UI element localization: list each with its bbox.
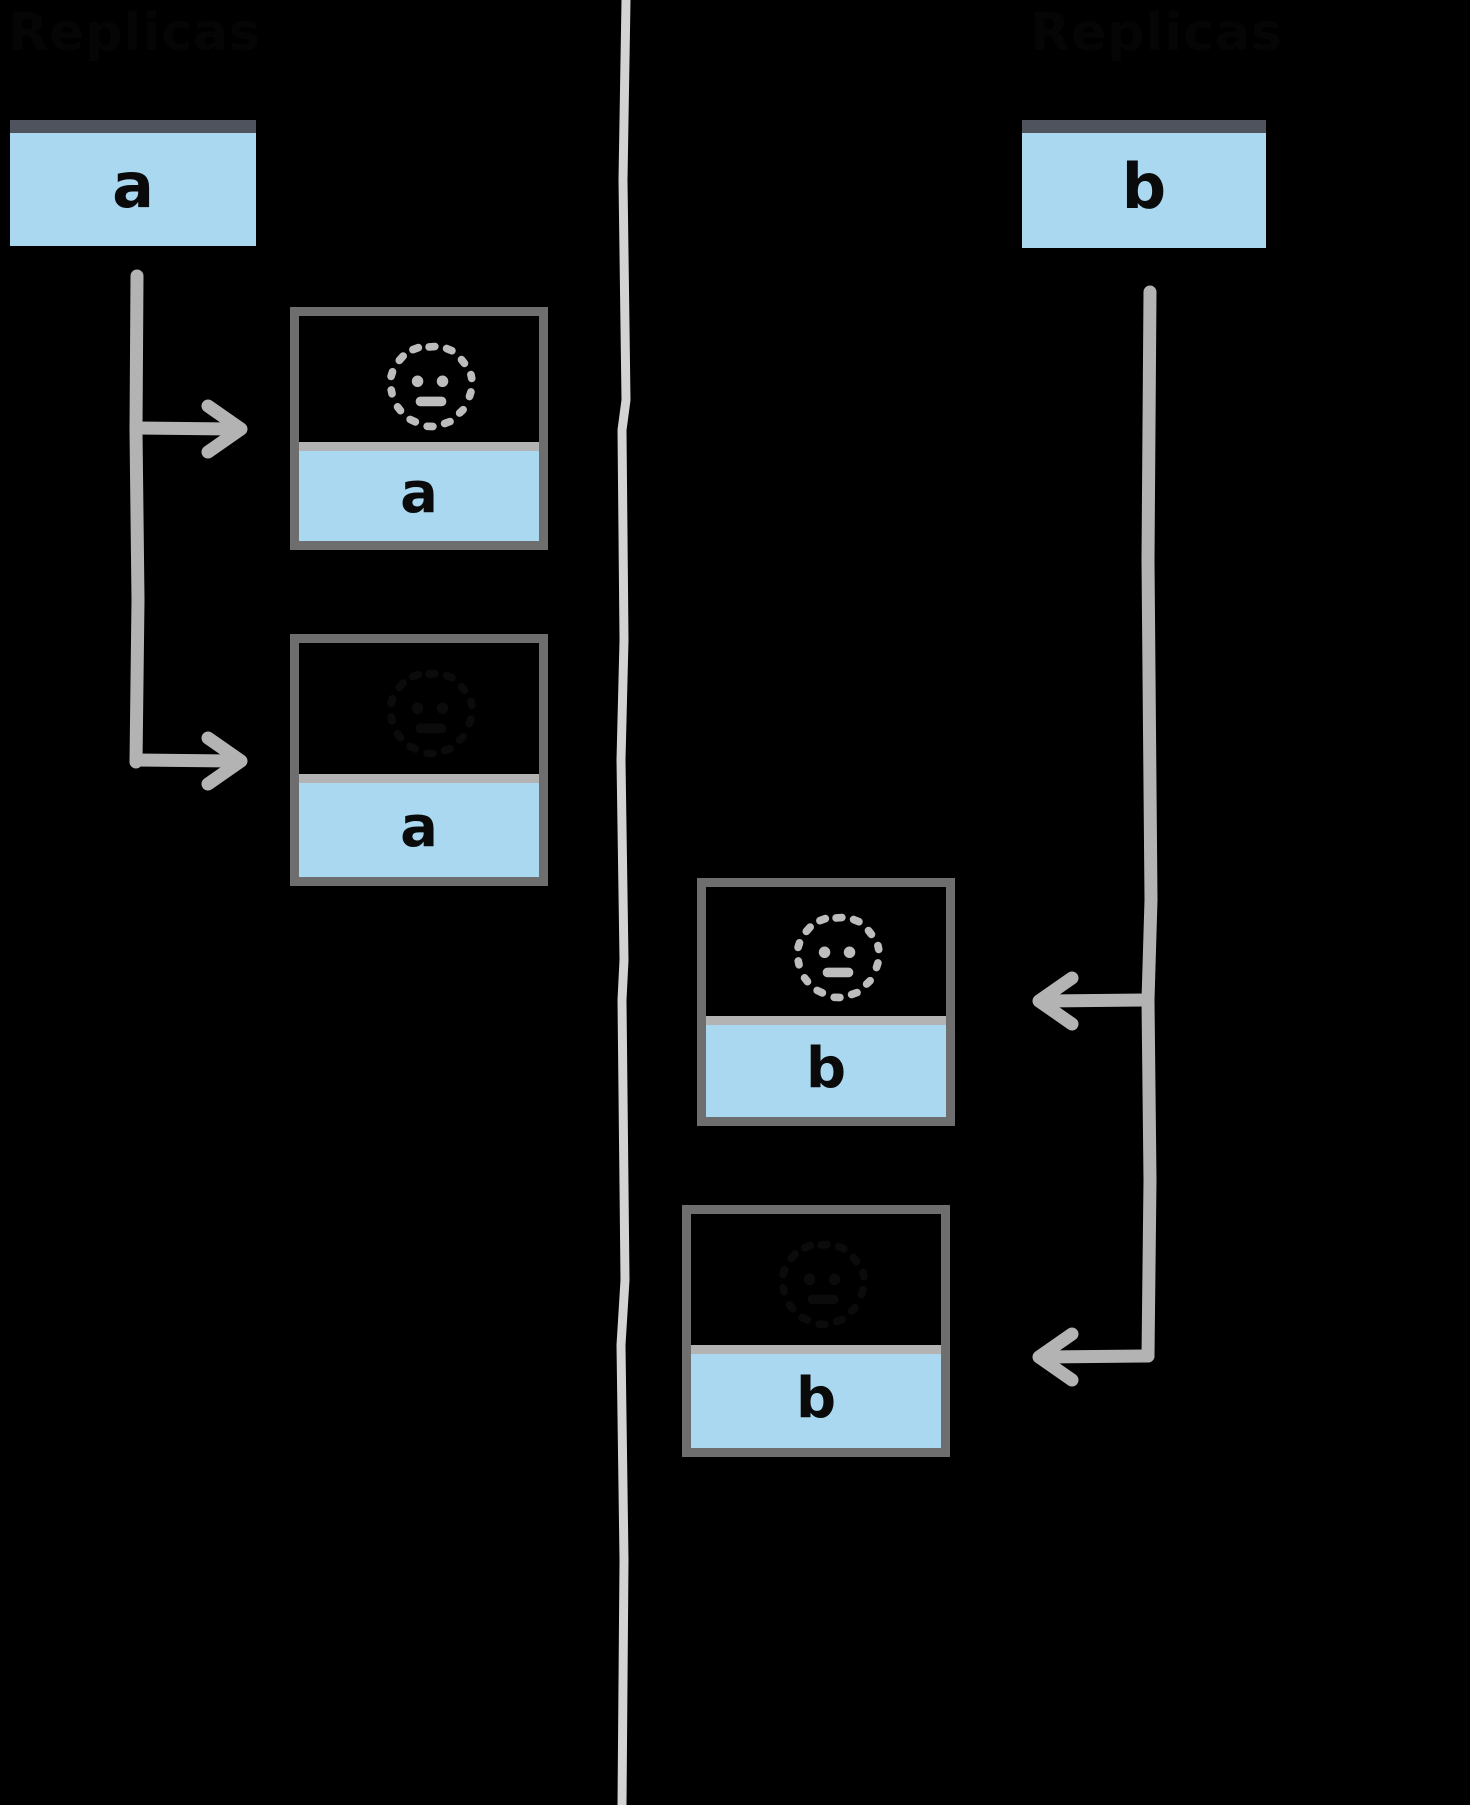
replica-card-a2-body: a: [299, 774, 539, 877]
replica-card-a2[interactable]: a: [290, 634, 548, 886]
replica-card-b2[interactable]: b: [682, 1205, 950, 1457]
replica-card-a1-body: a: [299, 442, 539, 541]
dashed-face-icon: [387, 669, 476, 758]
dashed-face-icon: [794, 913, 883, 1002]
left-column-heading: Replicas: [8, 3, 262, 63]
source-box-b[interactable]: b: [1022, 120, 1266, 248]
replica-card-b1-body: b: [706, 1015, 946, 1117]
source-box-a-label: a: [112, 148, 154, 222]
replica-card-a1-label: a: [400, 461, 438, 526]
replica-card-b2-label: b: [795, 1366, 837, 1432]
replica-card-b1-icon-area: [706, 887, 946, 1016]
right-column-heading: Replicas: [1030, 3, 1284, 63]
replica-card-a2-icon-area: [299, 643, 539, 775]
source-box-b-label: b: [1121, 149, 1167, 223]
replica-card-b1-label: b: [805, 1035, 847, 1101]
replica-card-b1[interactable]: b: [697, 878, 955, 1126]
replica-card-a1-icon-area: [299, 316, 539, 442]
replica-card-b2-body: b: [691, 1345, 941, 1448]
replica-card-b2-icon-area: [691, 1214, 941, 1346]
replica-card-a1[interactable]: a: [290, 307, 548, 550]
dashed-face-icon: [779, 1240, 868, 1329]
replica-card-a2-label: a: [400, 795, 438, 861]
source-box-a[interactable]: a: [10, 120, 256, 246]
dashed-face-icon: [387, 342, 476, 431]
